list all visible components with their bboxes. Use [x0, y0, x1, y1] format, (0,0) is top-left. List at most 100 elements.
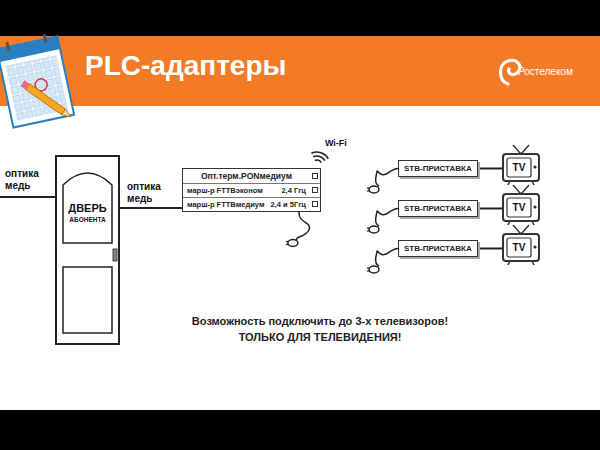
- terminal-text: марш-р FTTBмедиум: [187, 200, 265, 209]
- calendar-grid: [5, 55, 68, 121]
- door-label: АБОНЕНТА: [55, 215, 120, 224]
- stb-label: STB-ПРИСТАВКА: [404, 204, 472, 213]
- cable-line: [120, 207, 182, 209]
- cord-wire: [297, 212, 310, 240]
- wifi-wave: [313, 156, 325, 161]
- tv-icon: TV: [502, 153, 540, 185]
- terminal-row: марш-р FTTBэконом 2,4 Ггц: [183, 183, 320, 197]
- tv-leg: [508, 261, 510, 265]
- cable-label: оптика медь: [127, 181, 171, 204]
- tv-leg: [532, 261, 534, 265]
- calendar-ring: [43, 34, 48, 43]
- door-handle: [113, 249, 117, 261]
- tv-body: [503, 234, 539, 261]
- top-bar: [0, 0, 600, 36]
- plug-pin: [367, 270, 370, 271]
- tv-knob: [533, 165, 536, 168]
- wifi-label: Wi-Fi: [325, 138, 347, 148]
- port-square: [312, 187, 318, 193]
- incoming-cable: [0, 196, 55, 198]
- tv-icon: TV: [502, 193, 540, 225]
- calendar-icon: [0, 31, 74, 127]
- cable-label: оптика медь: [5, 168, 47, 191]
- terminal-text: 2,4 и 5Ггц: [271, 200, 306, 209]
- note-text: ТОЛЬКО ДЛЯ ТЕЛЕВИДЕНИЯ!: [110, 331, 530, 344]
- antenna: [521, 145, 529, 154]
- tv-screen: [507, 238, 531, 257]
- tv-screen: [507, 158, 531, 177]
- plug: [369, 186, 379, 193]
- logo-swirl: [501, 60, 520, 84]
- logo-mark: [501, 60, 520, 84]
- antenna: [521, 225, 529, 234]
- pencil-eraser: [21, 80, 30, 89]
- cable-line: [478, 208, 502, 210]
- cable-line: [478, 168, 502, 170]
- plug-pin: [367, 267, 370, 268]
- slide-title: PLC-адаптеры: [85, 50, 286, 82]
- stb-label: STB-ПРИСТАВКА: [404, 164, 472, 173]
- wifi-icon: [311, 152, 328, 163]
- plug-pin: [286, 244, 289, 245]
- antenna: [521, 185, 529, 194]
- stb-box: STB-ПРИСТАВКА: [398, 160, 478, 177]
- calendar-sheet: [0, 36, 74, 127]
- door-lower-panel: [63, 267, 112, 333]
- power-cord: [286, 212, 310, 247]
- terminal-text: 2,4 Ггц: [281, 186, 306, 195]
- plug: [369, 226, 379, 233]
- terminal-box: Опт.терм.PONмедиум марш-р FTTBэконом 2,4 Г…: [182, 168, 321, 212]
- terminal-row: марш-р FTTBмедиум 2,4 и 5Ггц: [183, 197, 320, 211]
- tv-knob: [533, 205, 536, 208]
- note-text: Возможность подключить до 3-х телевизоро…: [110, 315, 530, 328]
- calendar-ring: [6, 42, 11, 51]
- door-frame: [56, 156, 119, 344]
- cord-wire: [376, 169, 398, 187]
- pencil-body: [26, 84, 66, 115]
- power-cord: [367, 209, 398, 234]
- tv-label: TV: [513, 242, 526, 253]
- power-cord: [367, 169, 398, 194]
- terminal-text: Опт.терм.PONмедиум: [201, 171, 292, 181]
- port-square: [312, 201, 318, 207]
- cord-wire: [376, 249, 398, 267]
- terminal-text: марш-р FTTBэконом: [187, 186, 263, 195]
- plug-pin: [367, 187, 370, 188]
- cable-line: [478, 248, 502, 250]
- tv-screen-area: TV: [507, 198, 531, 217]
- tv-label: TV: [513, 162, 526, 173]
- door-figure: ДВЕРЬАБОНЕНТА: [55, 155, 120, 345]
- tv-screen: [507, 198, 531, 217]
- terminal-row: Опт.терм.PONмедиум: [183, 169, 320, 183]
- plug-pin: [367, 227, 370, 228]
- tv-body: [503, 154, 539, 181]
- tv-leg: [508, 181, 510, 185]
- antenna: [513, 225, 521, 234]
- plug-pin: [367, 190, 370, 191]
- tv-leg: [532, 181, 534, 185]
- tv-leg: [508, 221, 510, 225]
- tv-icon: TV: [502, 233, 540, 265]
- door-plate: ДВЕРЬАБОНЕНТА: [55, 201, 120, 224]
- tv-leg: [532, 221, 534, 225]
- plug-pin: [286, 241, 289, 242]
- stb-box: STB-ПРИСТАВКА: [398, 200, 478, 217]
- bottom-bar: [0, 410, 600, 450]
- pencil-tip: [62, 109, 73, 120]
- tv-label: TV: [513, 202, 526, 213]
- tv-screen-area: TV: [507, 238, 531, 257]
- power-cord: [367, 249, 398, 274]
- door-drawing: [55, 155, 120, 345]
- plug-pin: [367, 230, 370, 231]
- logo-text: Ростелеком: [518, 66, 573, 78]
- header-band: [0, 36, 600, 106]
- plug: [369, 266, 379, 273]
- door-label: ДВЕРЬ: [55, 201, 120, 215]
- plug: [288, 240, 298, 247]
- pencil-icon: [21, 80, 73, 120]
- antenna: [513, 185, 521, 194]
- tv-body: [503, 194, 539, 221]
- stb-box: STB-ПРИСТАВКА: [398, 240, 478, 257]
- tv-knob: [533, 245, 536, 248]
